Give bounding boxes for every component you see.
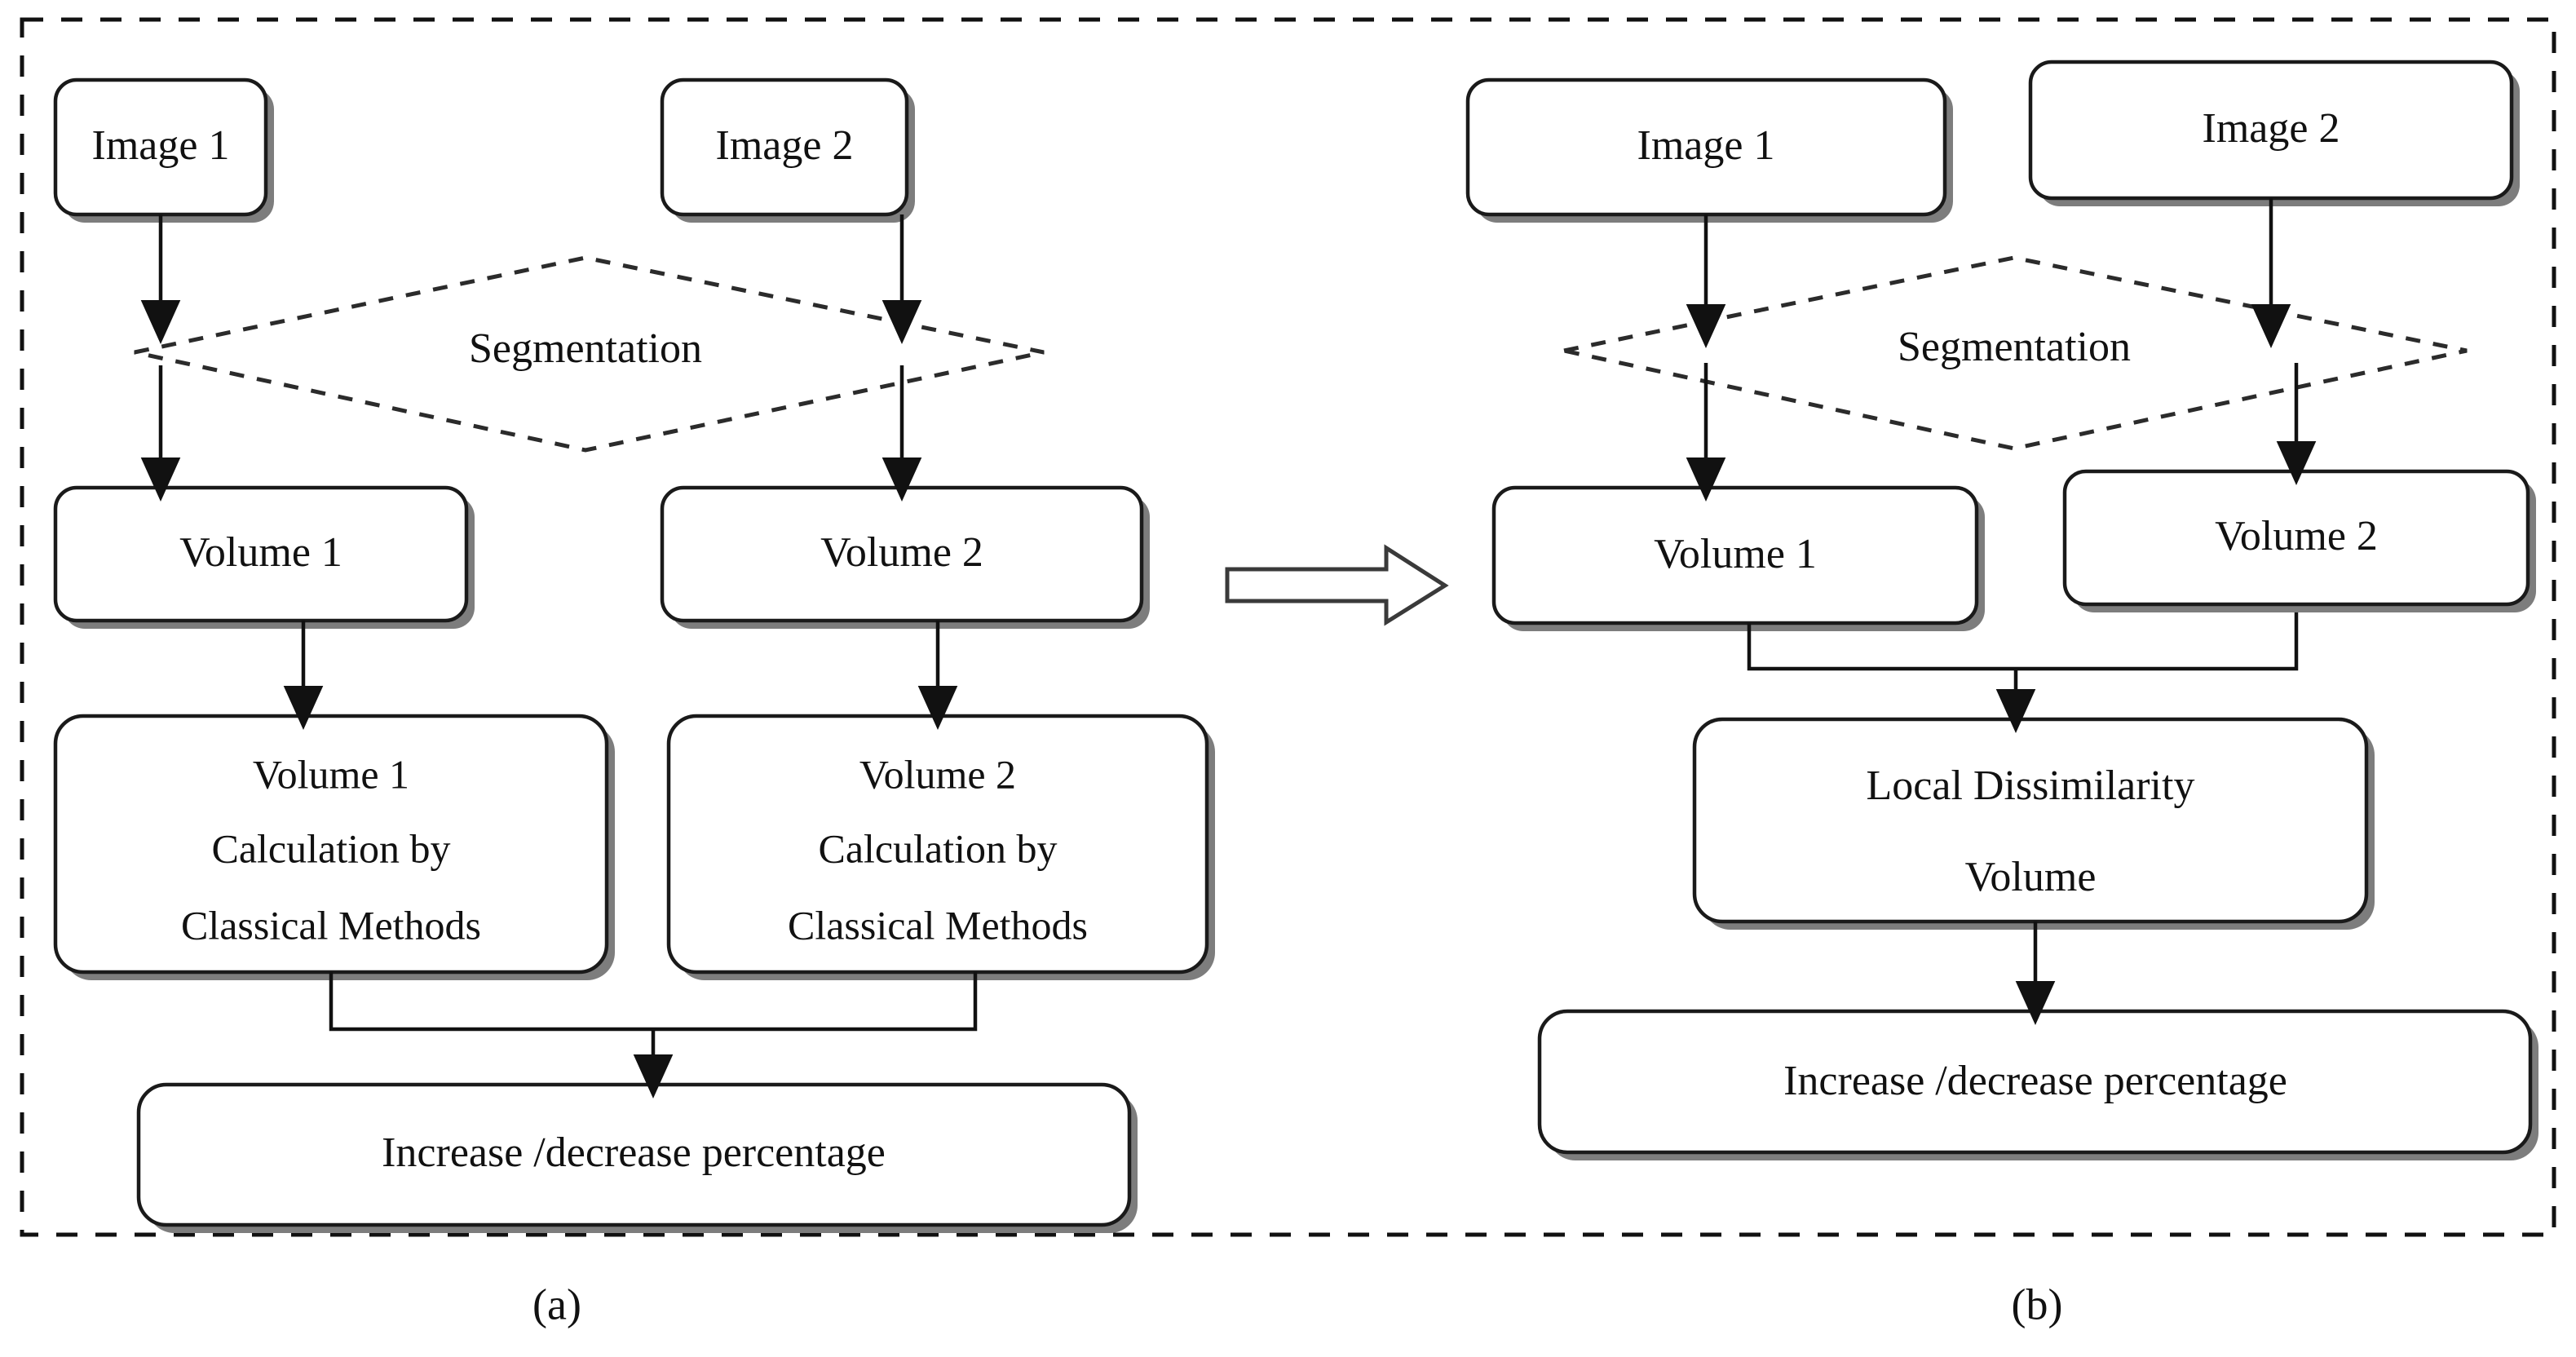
panel-a-image2-label: Image 2 [716, 122, 854, 169]
panel-a-calc2-line2: Calculation by [819, 825, 1058, 871]
panel-b-image2-label: Image 2 [2203, 105, 2340, 152]
panel-a-node-calc2: Volume 2 Calculation by Classical Method… [666, 714, 1215, 980]
panel-a-node-volume2: Volume 2 [660, 485, 1150, 629]
panel-a-calc1-line2: Calculation by [212, 825, 451, 871]
panel-a-image1-label: Image 1 [92, 122, 230, 169]
outer-dashed-frame [20, 17, 2556, 1237]
panel-a-calc1-line1: Volume 1 [253, 751, 409, 797]
panel-b-caption: (b) [2012, 1280, 2063, 1328]
panel-b-ldv-line2: Volume [1965, 854, 2097, 900]
panel-b-node-volume2: Volume 2 [2062, 469, 2536, 612]
panel-b-node-image1: Image 1 [1465, 77, 1953, 223]
transition-block-arrow-icon [1225, 544, 1449, 626]
panel-a-node-segmentation: Segmentation [134, 255, 1045, 453]
panel-b-image1-label: Image 1 [1637, 122, 1775, 169]
panel-a-node-image1: Image 1 [53, 77, 274, 223]
panel-b-volume2-label: Volume 2 [2215, 513, 2378, 559]
edge-calc-merge-bus [329, 972, 978, 1032]
panel-a-volume2-label: Volume 2 [820, 529, 983, 576]
panel-b-node-volume1: Volume 1 [1491, 485, 1985, 631]
panel-b-node-segmentation: Segmentation [1563, 255, 2468, 451]
panel-b-ldv-line1: Local Dissimilarity [1867, 762, 2195, 809]
panel-b-volume1-label: Volume 1 [1654, 531, 1817, 577]
panel-b-node-image2: Image 2 [2028, 60, 2520, 206]
panel-b-segmentation-label: Segmentation [1898, 324, 2131, 370]
panel-a-calc1-line3: Classical Methods [181, 902, 481, 948]
panel-b-node-result: Increase /decrease percentage [1537, 1009, 2538, 1160]
panel-a-calc2-line3: Classical Methods [788, 902, 1088, 948]
panel-a-result-label: Increase /decrease percentage [382, 1129, 886, 1176]
panel-a-segmentation-label: Segmentation [469, 325, 702, 372]
panel-a-volume1-label: Volume 1 [179, 529, 342, 576]
panel-a-node-volume1: Volume 1 [53, 485, 475, 629]
panel-b-result-label: Increase /decrease percentage [1783, 1058, 2287, 1104]
panel-a-node-calc1: Volume 1 Calculation by Classical Method… [53, 714, 615, 980]
panel-a-node-result: Increase /decrease percentage [136, 1082, 1138, 1233]
edge-b-volume-merge-bus [1747, 612, 2299, 671]
panel-a-caption: (a) [532, 1280, 581, 1328]
panel-b-connectors [1686, 198, 2317, 1025]
panel-a-node-image2: Image 2 [660, 77, 915, 223]
panel-b-node-local-dissimilarity-volume: Local Dissimilarity Volume [1692, 717, 2375, 930]
panel-a-calc2-line1: Volume 2 [859, 751, 1016, 797]
panel-a-connectors [140, 214, 978, 1098]
